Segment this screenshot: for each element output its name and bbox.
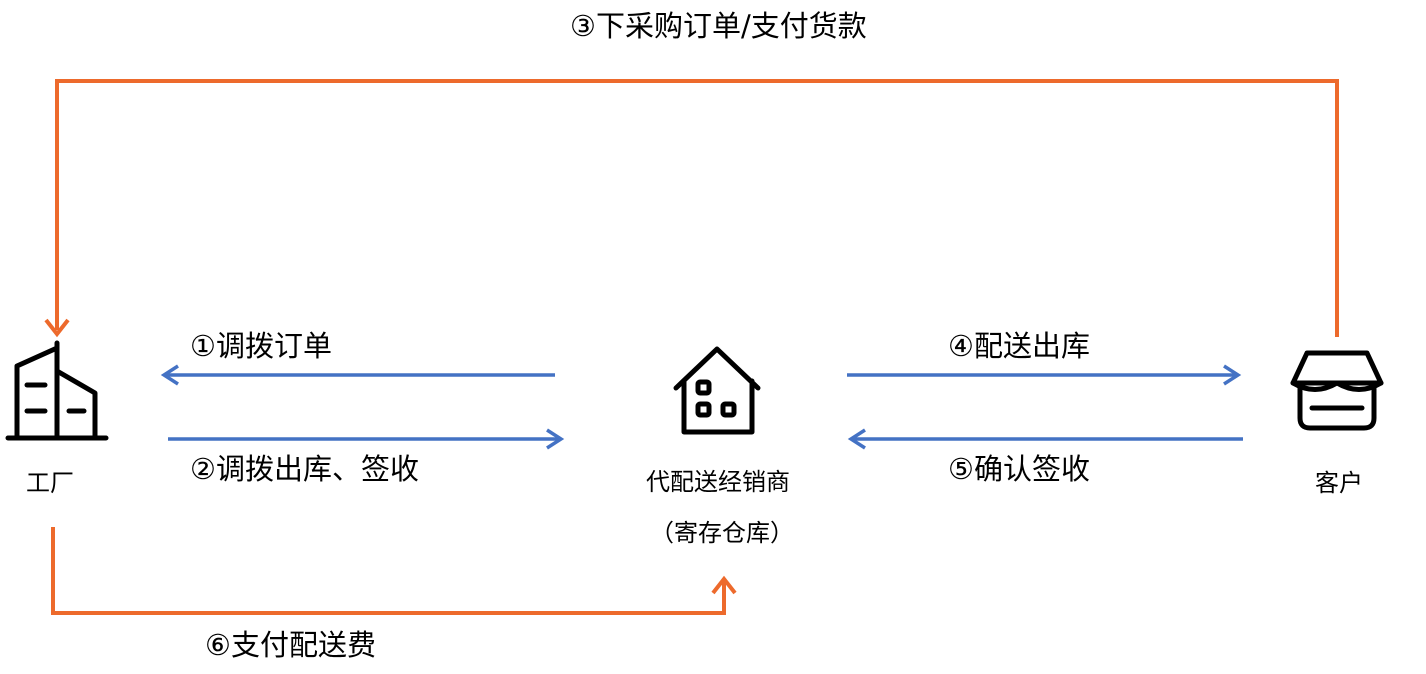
step2-transfer-outbound-label: ②调拨出库、签收 (190, 452, 419, 486)
step6-delivery-fee-label: ⑥支付配送费 (205, 628, 376, 662)
factory-label: 工厂 (26, 469, 74, 497)
distributor-sublabel: （寄存仓库） (650, 519, 794, 547)
house-warehouse-icon (673, 346, 761, 435)
transfer-order-arrowhead (160, 364, 179, 386)
delivery-outbound-arrowhead (1223, 364, 1242, 386)
step1-transfer-order-label: ①调拨订单 (190, 329, 332, 363)
step5-confirm-receipt-label: ⑤确认签收 (948, 452, 1090, 486)
distributor-label: 代配送经销商 (646, 468, 790, 496)
customer-label: 客户 (1315, 469, 1363, 497)
storefront-icon (1290, 350, 1384, 431)
purchase-order-arrowhead (44, 318, 70, 338)
purchase-order-loop-line (55, 79, 1339, 337)
step4-delivery-outbound-label: ④配送出库 (948, 329, 1090, 363)
confirm-receipt-arrowhead (847, 428, 866, 450)
delivery-fee-arrowhead (711, 575, 737, 595)
delivery-fee-line (51, 527, 726, 615)
factory-building-icon (5, 340, 109, 441)
step3-purchase-order-label: ③下采购订单/支付货款 (570, 9, 867, 43)
transfer-outbound-arrowhead (546, 428, 565, 450)
